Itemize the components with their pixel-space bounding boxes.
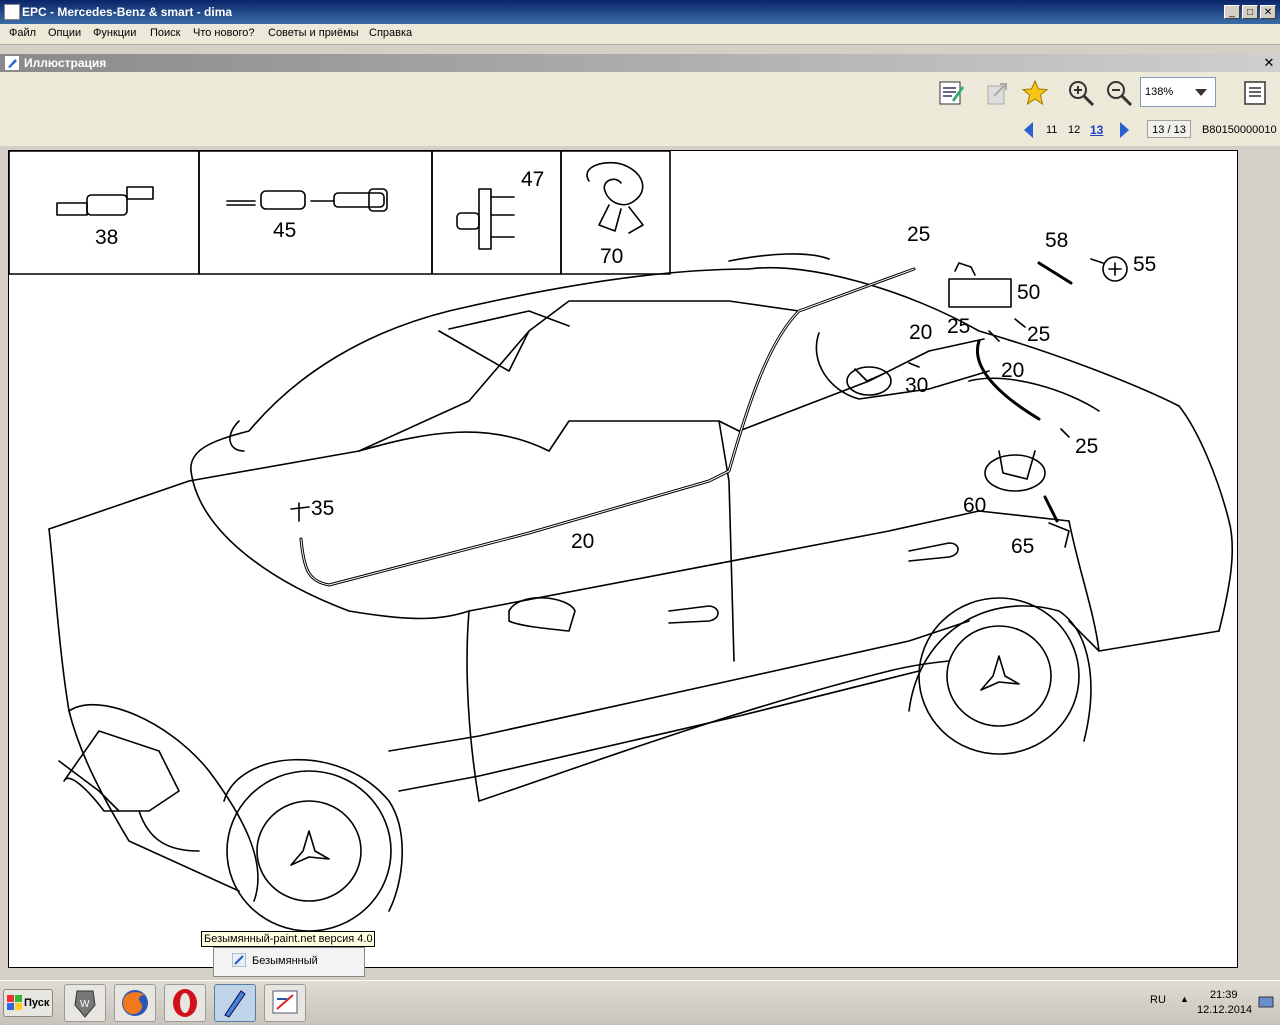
panel-close-button[interactable]: ✕ bbox=[1263, 55, 1275, 70]
part-38-connector bbox=[56, 186, 154, 216]
callout-label: 50 bbox=[1017, 281, 1040, 304]
document-id: B80150000010 bbox=[1202, 124, 1277, 136]
inset-label-38: 38 bbox=[95, 226, 118, 249]
minimize-button[interactable]: _ bbox=[1224, 5, 1240, 19]
paint-app-icon bbox=[272, 990, 298, 1014]
app-icon bbox=[4, 4, 20, 20]
windows-logo-icon bbox=[7, 995, 22, 1010]
callout-label: 20 bbox=[909, 321, 932, 344]
clock-date[interactable]: 12.12.2014 bbox=[1197, 1004, 1253, 1016]
callout-label: 25 bbox=[1027, 323, 1050, 346]
inset-label-45: 45 bbox=[273, 219, 296, 242]
title-bar: EPC - Mercedes-Benz & smart - dima _ □ ✕ bbox=[0, 0, 1280, 24]
rear-components bbox=[846, 256, 1128, 548]
callout-label: 60 bbox=[963, 494, 986, 517]
chevron-down-icon bbox=[1195, 89, 1207, 96]
washer-hose bbox=[290, 267, 916, 587]
part-45-hose-pieces bbox=[226, 188, 388, 212]
panel-title: Иллюстрация bbox=[24, 56, 107, 70]
zoom-in-icon[interactable] bbox=[1066, 78, 1096, 108]
taskbar-paint[interactable] bbox=[264, 984, 306, 1022]
firefox-icon bbox=[122, 990, 148, 1016]
front-wheel bbox=[223, 758, 403, 932]
menu-file[interactable]: Файл bbox=[9, 27, 37, 39]
wot-icon: W bbox=[74, 990, 96, 1018]
callout-label: 30 bbox=[905, 374, 928, 397]
parts-illustration[interactable]: 38 45 47 70 25 58 55 50 20 25 25 30 20 2… bbox=[8, 150, 1238, 968]
callout-label: 25 bbox=[1075, 435, 1098, 458]
next-page-arrow-icon[interactable] bbox=[1120, 122, 1129, 138]
zoom-out-icon[interactable] bbox=[1104, 78, 1134, 108]
callout-label: 25 bbox=[947, 315, 970, 338]
inset-label-47: 47 bbox=[521, 168, 544, 191]
start-button[interactable]: Пуск bbox=[3, 989, 53, 1017]
rear-wheel bbox=[908, 597, 1092, 755]
taskbar-wot[interactable]: W bbox=[64, 984, 106, 1022]
paint-icon bbox=[232, 953, 246, 967]
close-button[interactable]: ✕ bbox=[1260, 5, 1276, 19]
menu-tips[interactable]: Советы и приёмы bbox=[268, 27, 359, 39]
pencil-icon bbox=[5, 56, 19, 70]
clock-time[interactable]: 21:39 bbox=[1210, 989, 1238, 1001]
page-link-13-current[interactable]: 13 bbox=[1090, 123, 1104, 137]
taskbar-epc[interactable] bbox=[214, 984, 256, 1022]
toolbar: 138% bbox=[0, 72, 1280, 115]
illustration-panel-header: Иллюстрация ✕ bbox=[0, 54, 1280, 72]
tray-expand-icon[interactable]: ▲ bbox=[1180, 994, 1189, 1004]
menu-functions[interactable]: Функции bbox=[93, 27, 137, 39]
taskbar: Пуск W RU ▲ 21:39 12.12.2014 bbox=[0, 980, 1280, 1025]
car-body bbox=[48, 253, 1234, 902]
inset-boxes bbox=[9, 151, 671, 275]
callout-label: 65 bbox=[1011, 535, 1034, 558]
prev-page-arrow-icon[interactable] bbox=[1024, 122, 1033, 138]
callout-label: 20 bbox=[1001, 359, 1024, 382]
start-label: Пуск bbox=[24, 997, 50, 1009]
maximize-button[interactable]: □ bbox=[1242, 5, 1258, 19]
callout-label: 20 bbox=[571, 530, 594, 553]
opera-icon bbox=[173, 989, 197, 1017]
epc-pencil-icon bbox=[224, 990, 246, 1018]
menu-search[interactable]: Поиск bbox=[150, 27, 181, 39]
language-indicator[interactable]: RU bbox=[1150, 994, 1166, 1006]
page-link-11[interactable]: 11 bbox=[1046, 124, 1058, 136]
page-navigation: 11 12 13 13 / 13 B80150000010 bbox=[0, 114, 1280, 146]
menu-whats-new[interactable]: Что нового? bbox=[193, 27, 255, 39]
window-title: EPC - Mercedes-Benz & smart - dima bbox=[22, 5, 233, 19]
desktop-icon[interactable] bbox=[1258, 995, 1274, 1011]
page-link-12[interactable]: 12 bbox=[1068, 124, 1081, 136]
menu-help[interactable]: Справка bbox=[369, 27, 413, 39]
callout-label: 58 bbox=[1045, 229, 1068, 252]
preview-item-label[interactable]: Безымянный bbox=[252, 955, 318, 967]
part-labels: 38 45 47 70 25 58 55 50 20 25 25 30 20 2… bbox=[95, 168, 1156, 558]
taskbar-preview-popup[interactable]: Безымянный bbox=[213, 947, 365, 977]
svg-text:W: W bbox=[80, 999, 90, 1010]
zoom-select[interactable]: 138% bbox=[1140, 77, 1216, 107]
star-icon[interactable] bbox=[1020, 78, 1050, 108]
zoom-value: 138% bbox=[1145, 86, 1174, 98]
callout-label: 55 bbox=[1133, 253, 1156, 276]
taskbar-firefox[interactable] bbox=[114, 984, 156, 1022]
menu-bar: Файл Опции Функции Поиск Что нового? Сов… bbox=[0, 24, 1280, 45]
menu-options[interactable]: Опции bbox=[48, 27, 82, 39]
page-counter[interactable]: 13 / 13 bbox=[1147, 120, 1191, 138]
part-70-clip bbox=[586, 161, 644, 234]
document-icon[interactable] bbox=[1240, 78, 1270, 108]
notes-edit-icon[interactable] bbox=[936, 78, 966, 108]
export-icon[interactable] bbox=[982, 78, 1012, 108]
part-47-tee-connector bbox=[456, 188, 515, 250]
callout-label: 35 bbox=[311, 497, 334, 520]
callout-label: 25 bbox=[907, 223, 930, 246]
taskbar-opera[interactable] bbox=[164, 984, 206, 1022]
car-line-drawing: 38 45 47 70 25 58 55 50 20 25 25 30 20 2… bbox=[9, 151, 1234, 932]
taskbar-tooltip: Безымянный-paint.net версия 4.0 bbox=[201, 931, 375, 947]
inset-label-70: 70 bbox=[600, 245, 623, 268]
